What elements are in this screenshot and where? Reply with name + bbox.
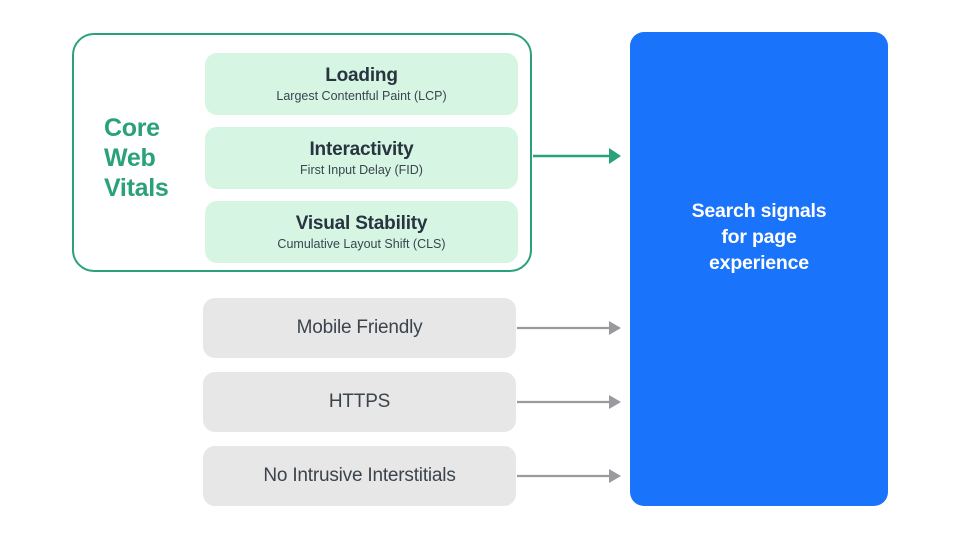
core-web-vitals-group-label: Core Web Vitals (104, 114, 169, 202)
search-signals-label: Search signals for page experience (691, 200, 827, 274)
core-web-vitals-group: Core Web Vitals Loading Largest Contentf… (72, 33, 532, 272)
metric-card-visual-stability[interactable]: Visual Stability Cumulative Layout Shift… (205, 201, 518, 263)
search-signals-box[interactable]: Search signals for page experience (630, 32, 888, 506)
mobile-friendly-label: Mobile Friendly (296, 317, 423, 338)
https-arrow-head (609, 395, 621, 409)
metric-card-interactivity[interactable]: Interactivity First Input Delay (FID) (205, 127, 518, 189)
core-web-vitals-arrow-head (609, 148, 621, 164)
metric-title-loading: Loading (325, 64, 398, 86)
no-intrusive-interstitials-arrow (517, 469, 621, 483)
no-intrusive-interstitials-label: No Intrusive Interstitials (263, 465, 456, 486)
mobile-friendly-box[interactable]: Mobile Friendly (203, 298, 516, 358)
https-arrow (517, 395, 621, 409)
metric-subtitle-interactivity: First Input Delay (FID) (300, 162, 423, 177)
mobile-friendly-arrow-head (609, 321, 621, 335)
metric-subtitle-loading: Largest Contentful Paint (LCP) (276, 88, 447, 103)
metric-subtitle-visual-stability: Cumulative Layout Shift (CLS) (277, 236, 446, 251)
no-intrusive-interstitials-box[interactable]: No Intrusive Interstitials (203, 446, 516, 506)
metric-card-loading[interactable]: Loading Largest Contentful Paint (LCP) (205, 53, 518, 115)
metric-title-interactivity: Interactivity (309, 138, 414, 160)
https-box[interactable]: HTTPS (203, 372, 516, 432)
core-web-vitals-arrow (533, 148, 621, 164)
no-intrusive-interstitials-arrow-head (609, 469, 621, 483)
https-label: HTTPS (328, 391, 391, 412)
metric-title-visual-stability: Visual Stability (295, 212, 428, 234)
mobile-friendly-arrow (517, 321, 621, 335)
